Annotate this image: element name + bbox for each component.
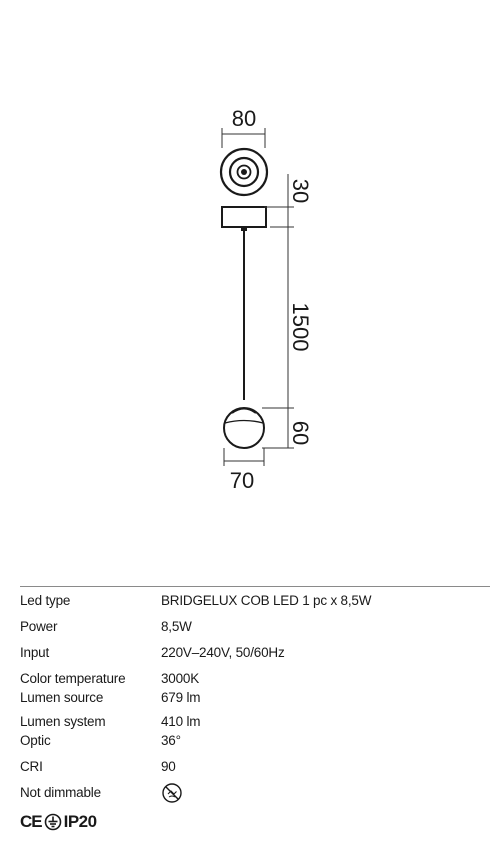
ce-mark: CE [20,812,43,831]
not-dimmable-icon [162,783,182,803]
canopy-top-view [219,147,269,197]
spec-key: Optic [20,733,51,748]
spec-value: 410 lm [161,714,201,729]
cable-clip [241,227,247,231]
spec-value: 36° [161,733,181,748]
canopy-height-label: 30 [288,179,313,203]
top-width-label: 80 [232,106,256,131]
spec-key: CRI [20,759,43,774]
spec-key: Power [20,619,58,634]
spec-key: Not dimmable [20,785,101,800]
spec-key: Led type [20,593,71,608]
spec-value: 220V–240V, 50/60Hz [161,645,285,660]
spec-key: Color temperature [20,671,126,686]
technical-drawing: 80 30 1500 60 70 [219,106,313,493]
certification-marks: CE IP20 [20,812,97,832]
spec-key: Input [20,645,50,660]
pendant-head [223,407,265,449]
head-height-label: 60 [288,421,313,445]
head-width-label: 70 [230,468,254,493]
spec-value: 3000K [161,671,200,686]
spec-value: BRIDGELUX COB LED 1 pc x 8,5W [161,593,372,608]
spec-value: 8,5W [161,619,192,634]
canopy-side-view [221,206,267,228]
spec-value: 90 [161,759,176,774]
spec-divider [20,586,490,587]
cable-length-label: 1500 [288,303,313,352]
spec-key: Lumen source [20,690,104,705]
spec-value: 679 lm [161,690,201,705]
spec-key: Lumen system [20,714,106,729]
ip-rating: IP20 [63,812,97,831]
protective-earth-icon [44,813,61,831]
